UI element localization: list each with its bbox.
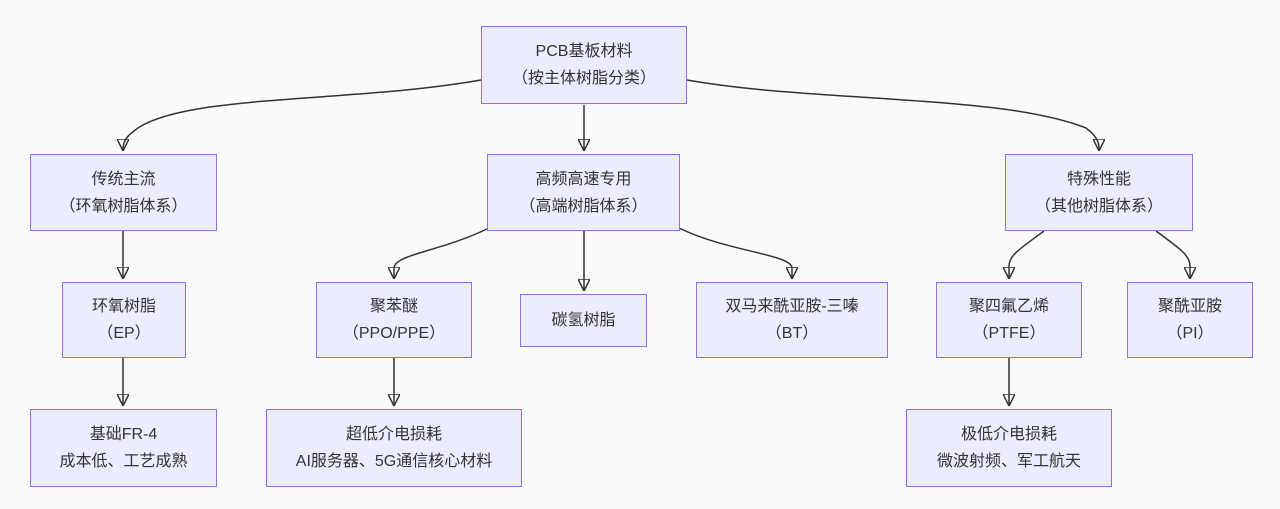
edge-root-traditional — [123, 79, 482, 149]
node-label-line: （PPO/PPE） — [342, 325, 446, 342]
node-epoxy-resin: 环氧树脂 （EP） — [62, 282, 186, 358]
node-label-line: （PI） — [1166, 325, 1214, 342]
node-label-line: 碳氢树脂 — [551, 312, 616, 329]
node-label-line: （EP） — [97, 325, 151, 342]
node-label-line: 双马来酰亚胺-三嗪 — [725, 298, 859, 315]
edge-special-pi — [1155, 230, 1190, 277]
node-label-line: 极低介电损耗 — [960, 426, 1057, 443]
node-bt-resin: 双马来酰亚胺-三嗪 （BT） — [696, 282, 888, 358]
edge-highfreq-ppo — [394, 227, 490, 277]
node-traditional-mainstream: 传统主流 （环氧树脂体系） — [30, 154, 217, 231]
node-label-line: 传统主流 — [91, 170, 156, 188]
node-label-line: PCB基板材料 — [535, 43, 633, 60]
node-label-line: （其他树脂体系） — [1034, 197, 1163, 215]
node-label-line: （PTFE） — [972, 325, 1046, 342]
node-label-line: AI服务器、5G通信核心材料 — [295, 453, 493, 470]
node-fr4: 基础FR-4 成本低、工艺成熟 — [30, 409, 217, 487]
edge-root-special — [686, 79, 1099, 149]
node-label-line: （BT） — [765, 325, 819, 342]
node-label-line: 特殊性能 — [1066, 170, 1131, 188]
node-ultralow-dielectric: 超低介电损耗 AI服务器、5G通信核心材料 — [266, 409, 522, 487]
node-label-line: 聚四氟乙烯 — [968, 298, 1049, 315]
node-special-performance: 特殊性能 （其他树脂体系） — [1005, 154, 1193, 231]
node-polyimide: 聚酰亚胺 （PI） — [1127, 282, 1253, 358]
node-label-line: 微波射频、军工航天 — [936, 453, 1081, 470]
node-ptfe: 聚四氟乙烯 （PTFE） — [936, 282, 1082, 358]
node-label-line: 基础FR-4 — [89, 426, 158, 443]
edge-highfreq-bt — [678, 227, 792, 277]
node-highfreq-highspeed: 高频高速专用 （高端树脂体系） — [487, 154, 680, 231]
node-label-line: 成本低、工艺成熟 — [59, 453, 188, 470]
node-pcb-root: PCB基板材料 （按主体树脂分类） — [481, 26, 687, 104]
node-label-line: （环氧树脂体系） — [59, 197, 188, 215]
node-label-line: （按主体树脂分类） — [511, 70, 656, 87]
node-label-line: 聚酰亚胺 — [1157, 298, 1222, 315]
node-label-line: 超低介电损耗 — [345, 426, 442, 443]
node-label-line: 环氧树脂 — [91, 298, 156, 315]
node-ppo-ppe: 聚苯醚 （PPO/PPE） — [316, 282, 472, 358]
node-hydrocarbon-resin: 碳氢树脂 — [520, 294, 647, 347]
node-label-line: （高端树脂体系） — [519, 197, 648, 215]
node-label-line: 聚苯醚 — [369, 298, 418, 315]
node-label-line: 高频高速专用 — [535, 170, 632, 188]
node-extremelow-dielectric: 极低介电损耗 微波射频、军工航天 — [906, 409, 1112, 487]
edge-special-ptfe — [1009, 230, 1045, 277]
